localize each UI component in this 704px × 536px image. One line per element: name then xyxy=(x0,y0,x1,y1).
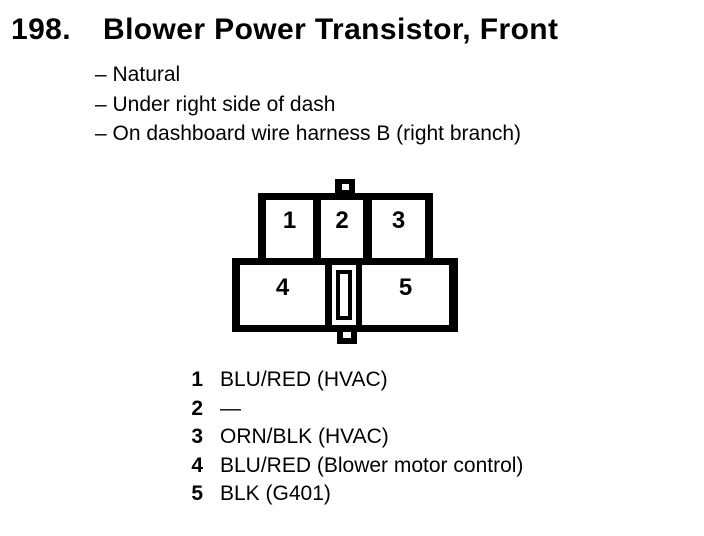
connector-top-tab xyxy=(335,179,355,194)
top-tab-notch xyxy=(342,184,349,190)
pin-wire-label: BLU/RED (Blower motor control) xyxy=(220,453,524,477)
cavity-label: 5 xyxy=(398,274,413,301)
connector-cavity-1: 1 xyxy=(266,200,313,258)
connector-cavity-5: 5 xyxy=(362,265,449,325)
cavity-label: 4 xyxy=(275,274,290,301)
keyway-slot-wall xyxy=(336,270,352,320)
pin-number: 2 xyxy=(191,396,203,420)
pin-number: 1 xyxy=(191,368,203,391)
figure-title: Blower Power Transistor, Front xyxy=(103,13,559,46)
page-title: 198. Blower Power Transistor, Front xyxy=(11,13,558,47)
pin-number: 4 xyxy=(191,453,203,477)
pin-row: 2 — xyxy=(150,395,523,424)
pin-row: 5 BLK (G401) xyxy=(150,480,523,509)
pin-number: 3 xyxy=(191,425,203,449)
cavity-label: 2 xyxy=(335,207,349,234)
bottom-tab-notch xyxy=(343,332,351,338)
connector-top-row: 1 2 3 xyxy=(258,193,433,258)
pin-list: 1 BLU/RED (HVAC) 2 — 3 ORN/BLK (HVAC) 4 … xyxy=(150,366,523,509)
keyway-slot-core xyxy=(340,274,348,316)
connector-cavity-2: 2 xyxy=(321,200,363,258)
connector-diagram: 1 2 3 4 5 xyxy=(232,179,458,344)
pin-wire-label: BLK (G401) xyxy=(220,482,331,506)
pin-wire-label: — xyxy=(220,396,241,420)
pin-row: 1 BLU/RED (HVAC) xyxy=(150,366,523,395)
pin-wire-label: BLU/RED (HVAC) xyxy=(220,368,388,391)
note-line: – Natural xyxy=(95,63,181,86)
note-line: – Under right side of dash xyxy=(95,92,336,116)
figure-number: 198. xyxy=(11,13,71,46)
connector-cavity-4: 4 xyxy=(240,265,325,325)
connector-cavity-3: 3 xyxy=(372,200,425,258)
pin-row: 3 ORN/BLK (HVAC) xyxy=(150,423,523,452)
pin-wire-label: ORN/BLK (HVAC) xyxy=(220,425,389,449)
connector-bottom-row: 4 5 xyxy=(232,258,458,332)
cavity-label: 3 xyxy=(391,207,406,234)
cavity-label: 1 xyxy=(282,207,297,234)
note-line: – On dashboard wire harness B (right bra… xyxy=(95,122,522,145)
connector-bottom-tab xyxy=(337,332,357,344)
connector-notes: – Natural – Under right side of dash – O… xyxy=(95,60,521,149)
connector-keyway-slot xyxy=(332,265,356,325)
pin-row: 4 BLU/RED (Blower motor control) xyxy=(150,452,523,481)
pin-number: 5 xyxy=(191,482,203,506)
